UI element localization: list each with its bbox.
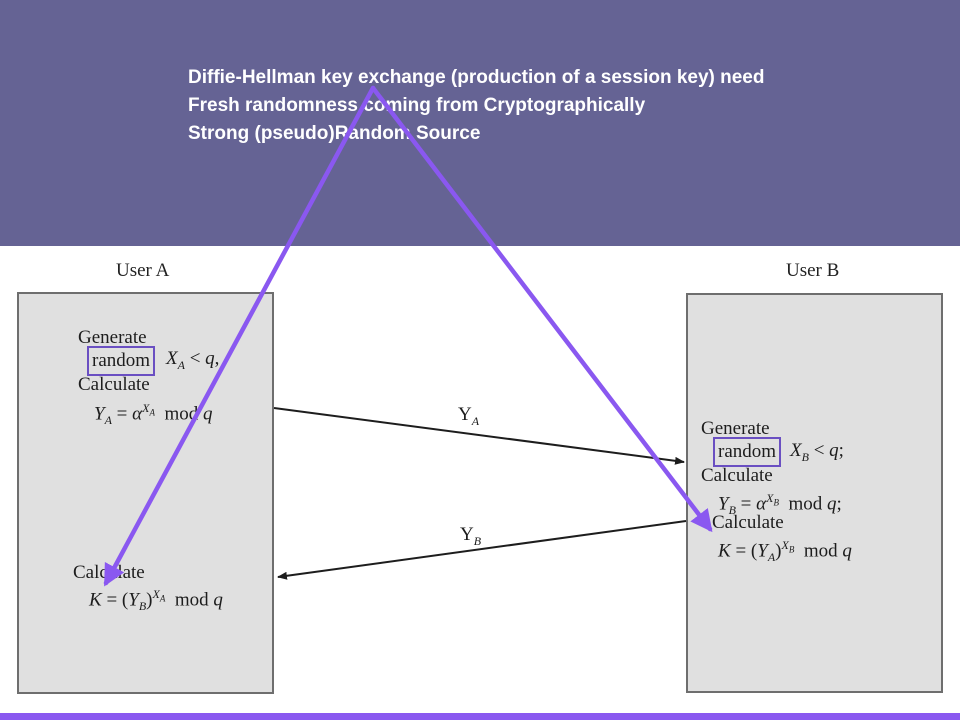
user-b-generate-label: Generate [701,418,770,439]
caption: Diffie-Hellman key exchange (production … [188,64,948,148]
user-b-panel [686,293,943,693]
user-a-generate-label: Generate [78,327,147,348]
caption-line-3: Strong (pseudo)Random Source [188,123,481,144]
message-yb-label: YB [460,524,481,552]
user-a-panel [17,292,274,694]
caption-line-2: Fresh randomness coming from Cryptograph… [188,95,646,116]
message-yb-letter: Y [460,524,474,545]
user-b-calculate-label-2: Calculate [712,512,784,533]
random-source-arrow-to-a [103,85,376,587]
message-ya-label: YA [458,404,479,432]
message-ya-arrow [273,407,685,465]
user-a-title: User A [116,260,170,281]
user-b-yb-expr: YB = αXB mod q; [718,491,842,518]
user-a-calculate-label: Calculate [78,374,150,395]
message-ya-letter: Y [458,404,472,425]
message-yb-subscript: B [473,533,482,548]
user-a-xa-expr: XA < q, [166,348,220,372]
user-a-ya-expr: YA = αXA mod q [94,401,213,428]
random-source-arrow-to-b [370,85,713,533]
user-b-title: User B [786,260,840,281]
user-b-k-expr: K = (YA)XB mod q [718,538,852,565]
bottom-accent-bar [0,713,960,720]
message-ya-subscript: A [471,413,480,428]
user-b-random-box: random [713,437,782,467]
user-a-random-box: random [87,346,156,376]
user-b-calculate-label: Calculate [701,465,773,486]
header-band [0,0,960,246]
user-a-k-expr: K = (YB)XA mod q [89,587,223,614]
user-b-xb-expr: XB < q; [790,440,844,464]
message-yb-arrow [277,520,687,580]
caption-line-1: Diffie-Hellman key exchange (production … [188,67,765,88]
